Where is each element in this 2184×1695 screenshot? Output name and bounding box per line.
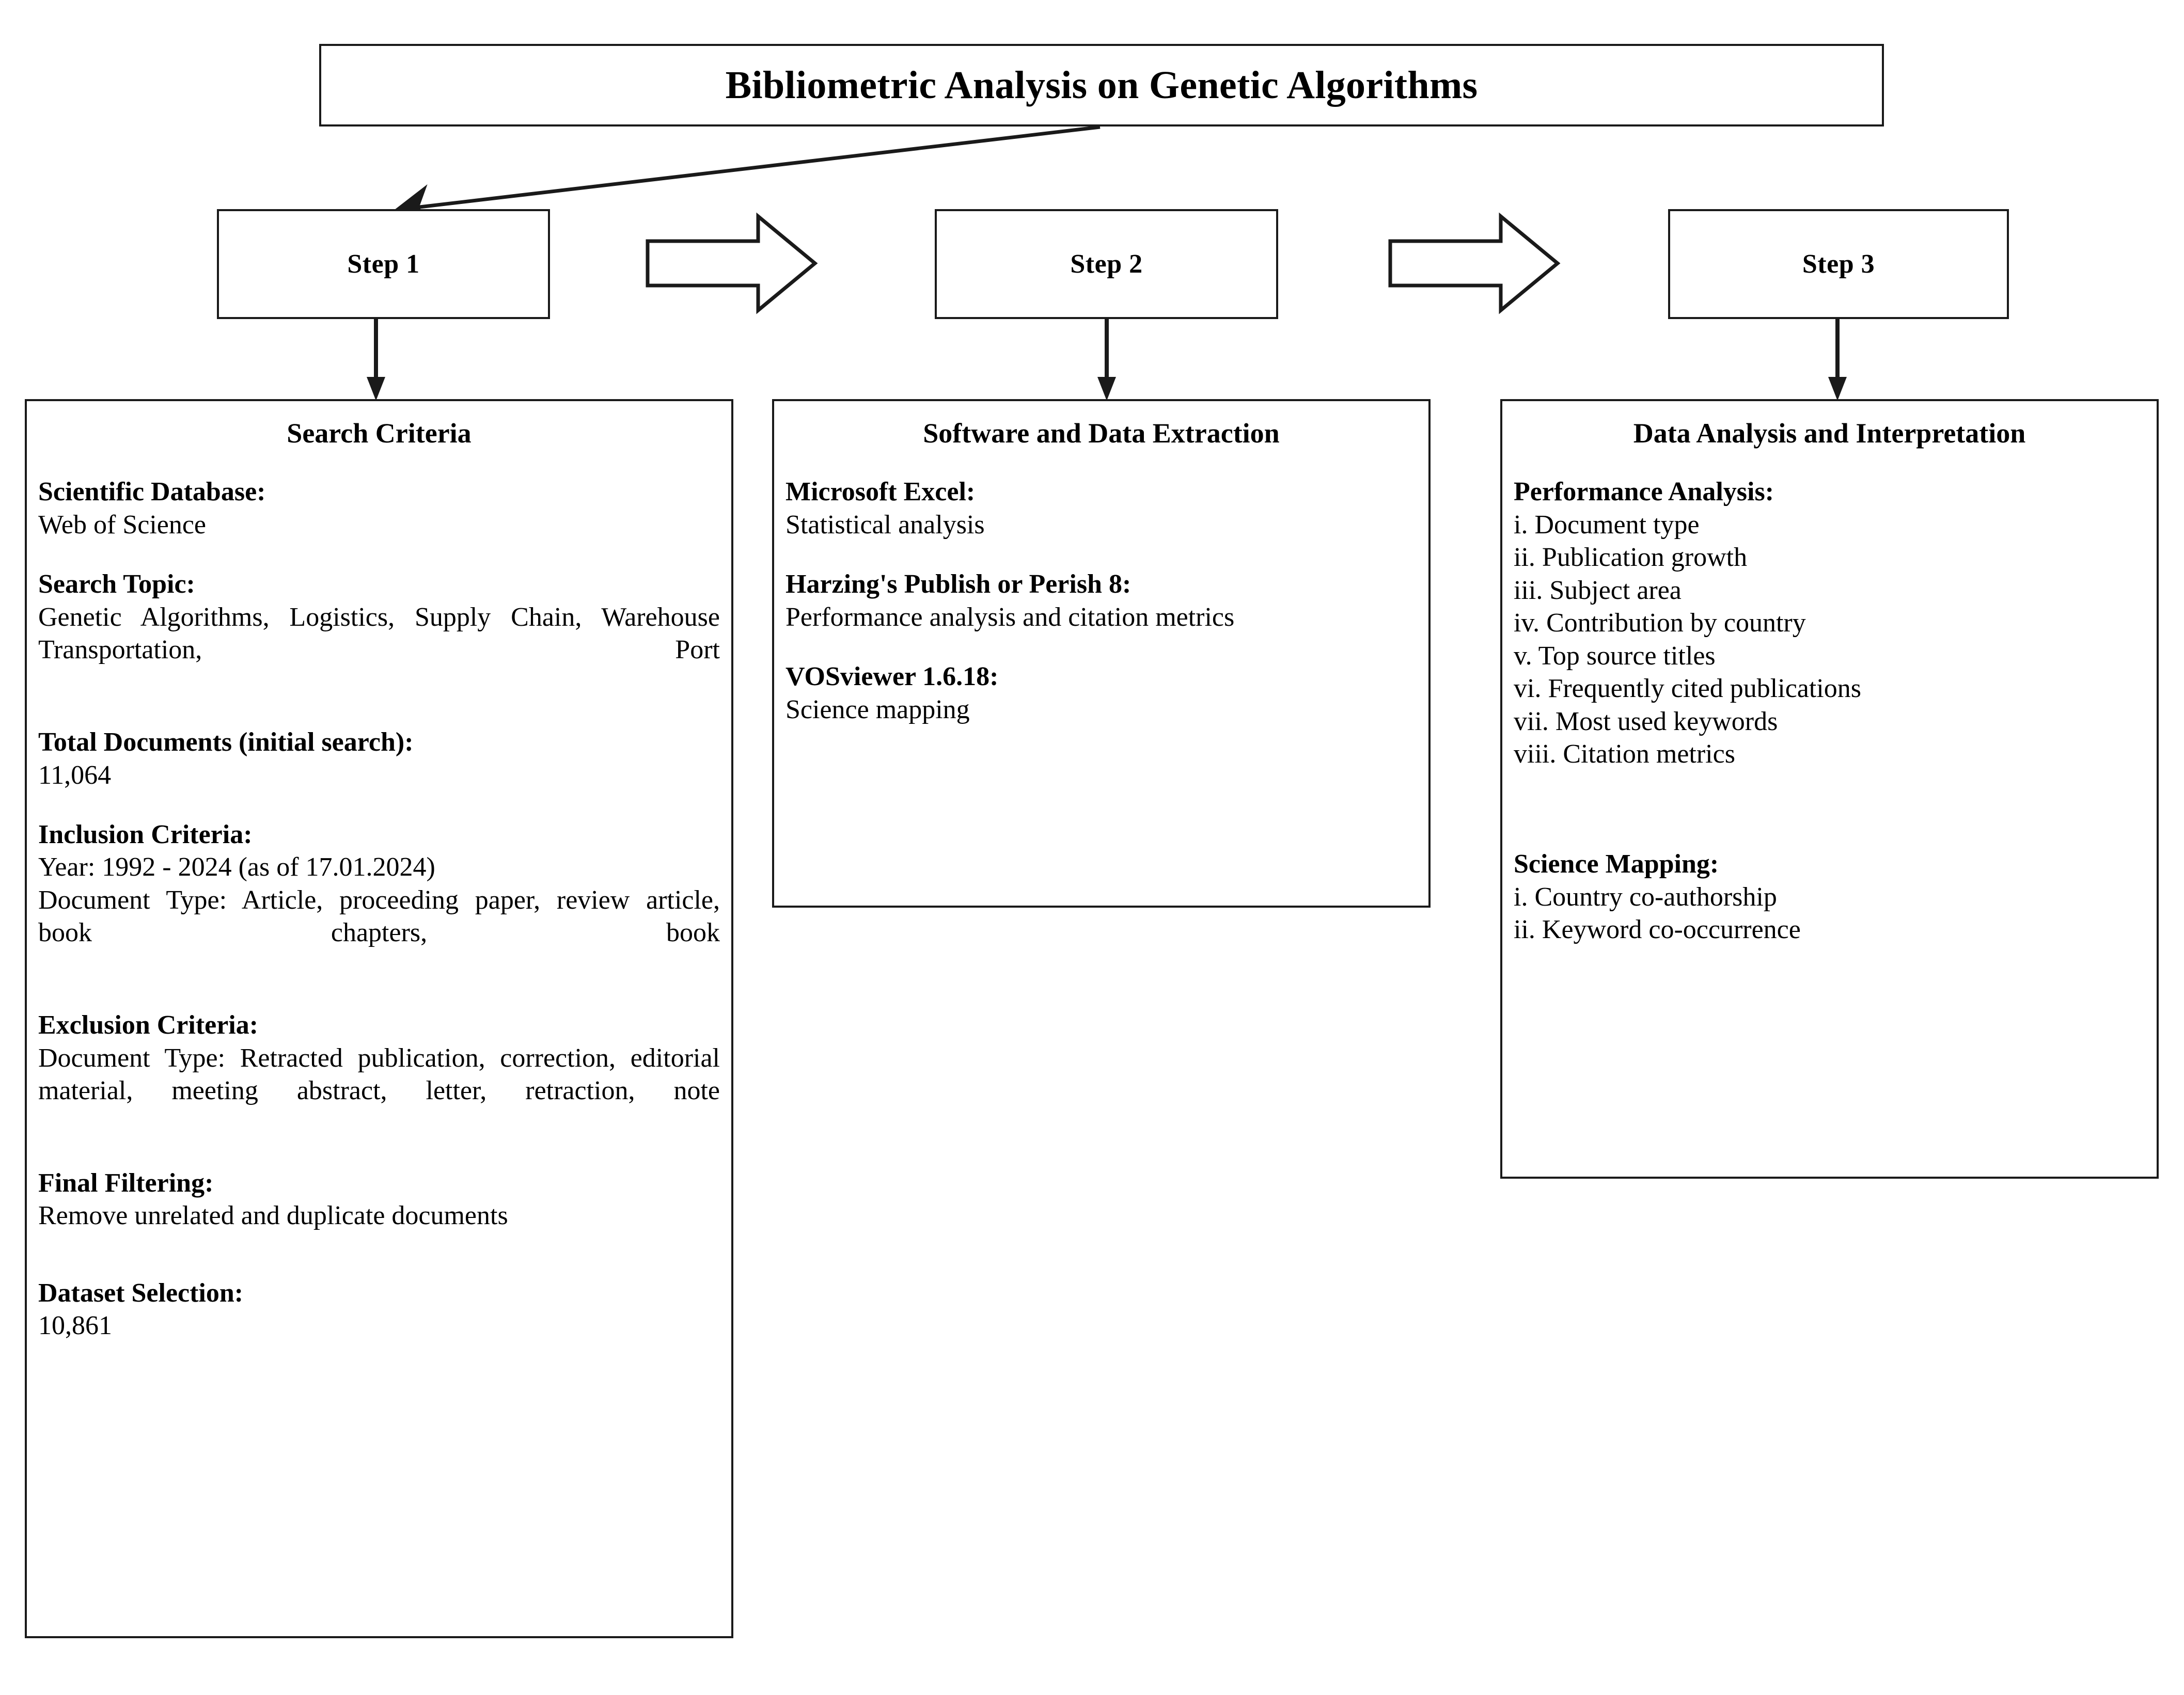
- software-extraction-box: Software and Data Extraction Microsoft E…: [772, 399, 1431, 908]
- list-item: vii. Most used keywords: [1514, 706, 1778, 736]
- step-1-label: Step 1: [347, 249, 420, 279]
- list-item: viii. Citation metrics: [1514, 739, 1735, 769]
- search-topic-label: Search Topic:: [38, 569, 195, 599]
- total-documents-value: 11,064: [38, 760, 112, 790]
- publish-or-perish-value: Performance analysis and citation metric…: [785, 602, 1235, 632]
- step-box-2: Step 2: [935, 209, 1278, 319]
- exclusion-criteria-block: Exclusion Criteria: Document Type: Retra…: [38, 1009, 720, 1140]
- performance-analysis-label: Performance Analysis:: [1514, 477, 1774, 507]
- list-item: v. Top source titles: [1514, 641, 1716, 671]
- data-analysis-heading: Data Analysis and Interpretation: [1633, 418, 2026, 449]
- vosviewer-label: VOSviewer 1.6.18:: [785, 662, 999, 692]
- dataset-selection-value: 10,861: [38, 1311, 112, 1341]
- list-item: ii. Keyword co-occurrence: [1514, 915, 1801, 945]
- final-filtering-block: Final Filtering: Remove unrelated and du…: [38, 1167, 720, 1232]
- search-topic-value: Genetic Algorithms, Logistics, Supply Ch…: [38, 602, 720, 665]
- step3-down-arrow: [1828, 319, 1847, 402]
- microsoft-excel-block: Microsoft Excel: Statistical analysis: [785, 476, 1417, 541]
- scientific-database-label: Scientific Database:: [38, 477, 266, 507]
- final-filtering-label: Final Filtering:: [38, 1168, 214, 1198]
- vosviewer-block: VOSviewer 1.6.18: Science mapping: [785, 660, 1417, 726]
- total-documents-block: Total Documents (initial search): 11,064: [38, 726, 720, 791]
- performance-analysis-block: Performance Analysis: i. Document type i…: [1514, 476, 2145, 770]
- scientific-database-value: Web of Science: [38, 510, 206, 540]
- title-to-step1-arrow: [362, 124, 1126, 228]
- software-extraction-heading: Software and Data Extraction: [923, 418, 1280, 449]
- step-3-label: Step 3: [1802, 249, 1875, 279]
- list-item: iv. Contribution by country: [1514, 608, 1806, 638]
- list-item: i. Country co-authorship: [1514, 882, 1777, 912]
- list-item: i. Document type: [1514, 510, 1700, 540]
- step1-down-arrow: [367, 319, 385, 402]
- search-topic-block: Search Topic: Genetic Algorithms, Logist…: [38, 568, 720, 699]
- step2-down-arrow: [1097, 319, 1116, 402]
- final-filtering-value: Remove unrelated and duplicate documents: [38, 1201, 508, 1231]
- step1-to-step2-block-arrow: [646, 212, 818, 314]
- inclusion-criteria-label: Inclusion Criteria:: [38, 819, 253, 849]
- vosviewer-value: Science mapping: [785, 694, 970, 724]
- title-box: Bibliometric Analysis on Genetic Algorit…: [319, 44, 1884, 126]
- search-criteria-box: Search Criteria Scientific Database: Web…: [25, 399, 733, 1638]
- scientific-database-block: Scientific Database: Web of Science: [38, 476, 720, 541]
- step-2-label: Step 2: [1070, 249, 1143, 279]
- data-analysis-box: Data Analysis and Interpretation Perform…: [1500, 399, 2159, 1179]
- microsoft-excel-label: Microsoft Excel:: [785, 477, 976, 507]
- step-box-1: Step 1: [217, 209, 550, 319]
- list-item: vi. Frequently cited publications: [1514, 674, 1861, 704]
- list-item: iii. Subject area: [1514, 575, 1682, 605]
- total-documents-label: Total Documents (initial search):: [38, 727, 414, 757]
- publish-or-perish-label: Harzing's Publish or Perish 8:: [785, 569, 1132, 599]
- search-criteria-heading: Search Criteria: [287, 418, 472, 449]
- dataset-selection-block: Dataset Selection: 10,861: [38, 1277, 720, 1342]
- inclusion-criteria-block: Inclusion Criteria: Year: 1992 - 2024 (a…: [38, 818, 720, 982]
- microsoft-excel-value: Statistical analysis: [785, 510, 985, 540]
- list-item: ii. Publication growth: [1514, 543, 1748, 573]
- science-mapping-label: Science Mapping:: [1514, 849, 1719, 879]
- science-mapping-block: Science Mapping: i. Country co-authorshi…: [1514, 848, 2145, 946]
- inclusion-criteria-doc-type: Document Type: Article, proceeding paper…: [38, 885, 720, 948]
- page-title: Bibliometric Analysis on Genetic Algorit…: [725, 63, 1478, 107]
- step-box-3: Step 3: [1668, 209, 2009, 319]
- dataset-selection-label: Dataset Selection:: [38, 1278, 244, 1308]
- exclusion-criteria-value: Document Type: Retracted publication, co…: [38, 1043, 720, 1106]
- publish-or-perish-block: Harzing's Publish or Perish 8: Performan…: [785, 568, 1417, 633]
- exclusion-criteria-label: Exclusion Criteria:: [38, 1010, 259, 1040]
- inclusion-criteria-year: Year: 1992 - 2024 (as of 17.01.2024): [38, 852, 435, 882]
- step2-to-step3-block-arrow: [1388, 212, 1561, 314]
